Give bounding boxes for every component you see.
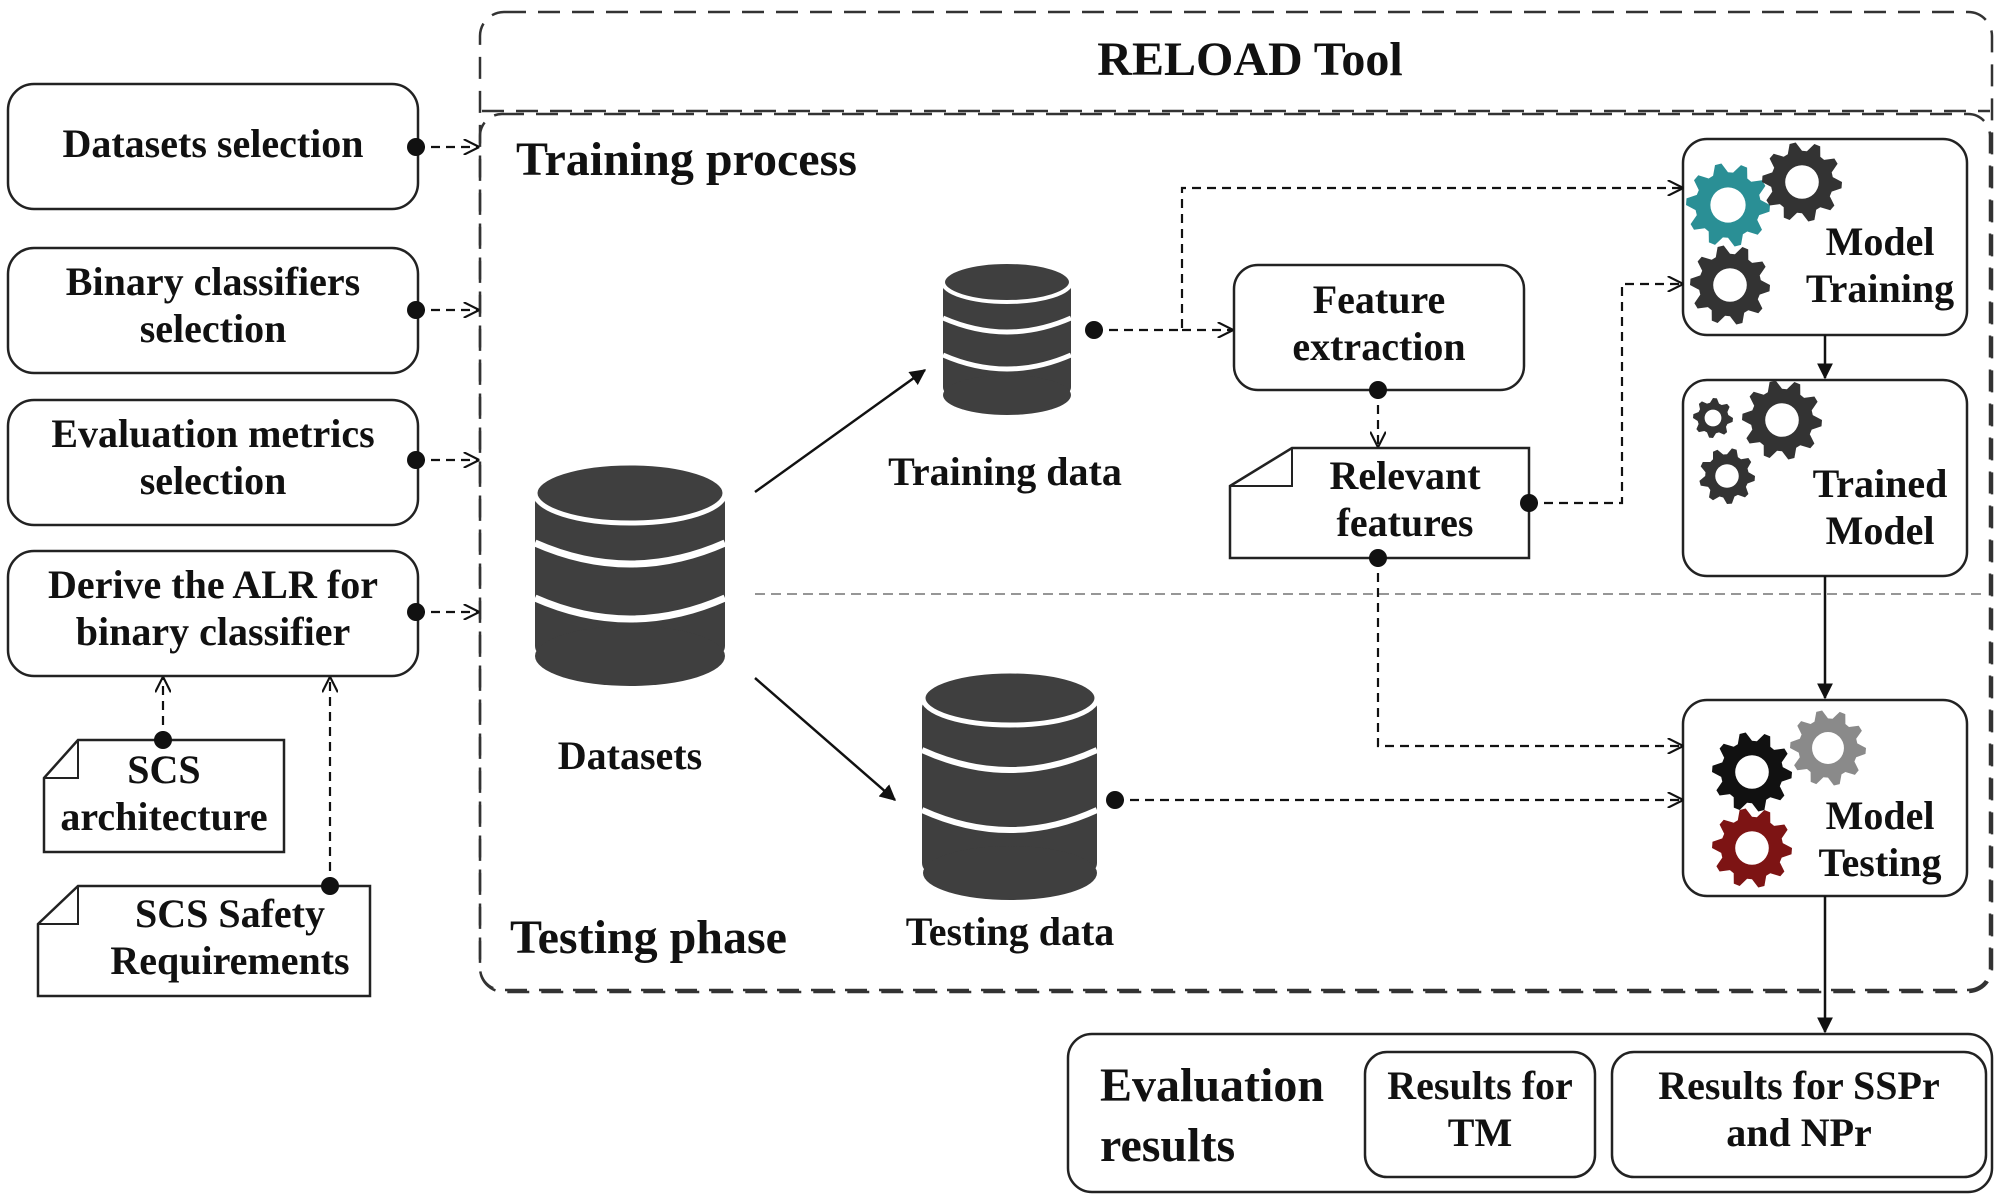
datasets-to-training-arrow [754, 368, 927, 494]
large-gear-icon [1742, 380, 1822, 460]
scs-architecture-fold [44, 740, 79, 779]
evaluation-metrics-label: Evaluation metrics selection [51, 411, 375, 504]
training-data-db-icon [941, 260, 1073, 415]
model-testing-label: Model Testing [1818, 793, 1942, 886]
small-gear-icon [1693, 398, 1733, 438]
teal-gear-icon [1686, 163, 1770, 247]
datasets-to-testing-arrow [754, 677, 897, 801]
input-dots [407, 138, 425, 621]
scs-architecture-dot [154, 731, 172, 749]
results-sspr-box [1610, 1050, 1988, 1179]
black-gear-icon [1712, 732, 1792, 812]
datasets-selection-label: Datasets selection [62, 121, 364, 166]
model-testing-gears [1712, 710, 1866, 888]
datasets-db-icon [532, 460, 728, 686]
doc-connectors [163, 678, 330, 886]
relevant-features-label: Relevant features [1329, 453, 1481, 546]
testing-data-label: Testing data [905, 909, 1115, 954]
testing-data-db-icon [920, 668, 1100, 900]
results-tm-label: Results for TM [1387, 1063, 1573, 1156]
input-connectors [416, 147, 478, 612]
datasets-label: Datasets [557, 733, 703, 778]
trained-model-gears [1693, 380, 1822, 504]
testing-db-base [922, 698, 1097, 873]
scs-architecture-label: SCS architecture [60, 747, 268, 840]
training-data-label: Training data [888, 449, 1122, 494]
evaluation-results-title: Evaluation results [1100, 1059, 1325, 1172]
dark-gear-icon [1690, 245, 1770, 325]
gray-gear-icon [1790, 710, 1866, 786]
scs-safety-label: SCS Safety Requirements [110, 891, 350, 984]
process-frame [478, 112, 1992, 992]
scs-safety-dot [321, 877, 339, 895]
dark-gear-icon [1762, 142, 1842, 222]
binary-classifiers-label: Binary classifiers selection [65, 259, 361, 352]
model-training-gears [1686, 142, 1842, 325]
scs-architecture-doc [42, 738, 286, 854]
trained-model-label: Trained Model [1812, 461, 1948, 554]
feature-extraction-label: Feature extraction [1292, 277, 1466, 370]
model-training-label: Model Training [1805, 219, 1955, 312]
datasets-db-top [532, 460, 728, 526]
results-sspr-label: Results for SSPr and NPr [1658, 1063, 1940, 1156]
process-dots [1085, 321, 1538, 809]
red-gear-icon [1712, 808, 1792, 888]
results-tm-box [1363, 1050, 1597, 1179]
relevant-features-fold [1230, 448, 1293, 487]
derive-alr-label: Derive the ALR for binary classifier [48, 562, 378, 655]
reload-tool-title: RELOAD Tool [1097, 33, 1403, 86]
datasets-db-bottom [535, 626, 725, 686]
medium-gear-icon [1699, 448, 1755, 504]
training-process-title: Training process [516, 133, 857, 186]
process-connectors [1094, 188, 1682, 800]
scs-safety-fold [38, 886, 79, 925]
testing-phase-title: Testing phase [510, 911, 787, 964]
